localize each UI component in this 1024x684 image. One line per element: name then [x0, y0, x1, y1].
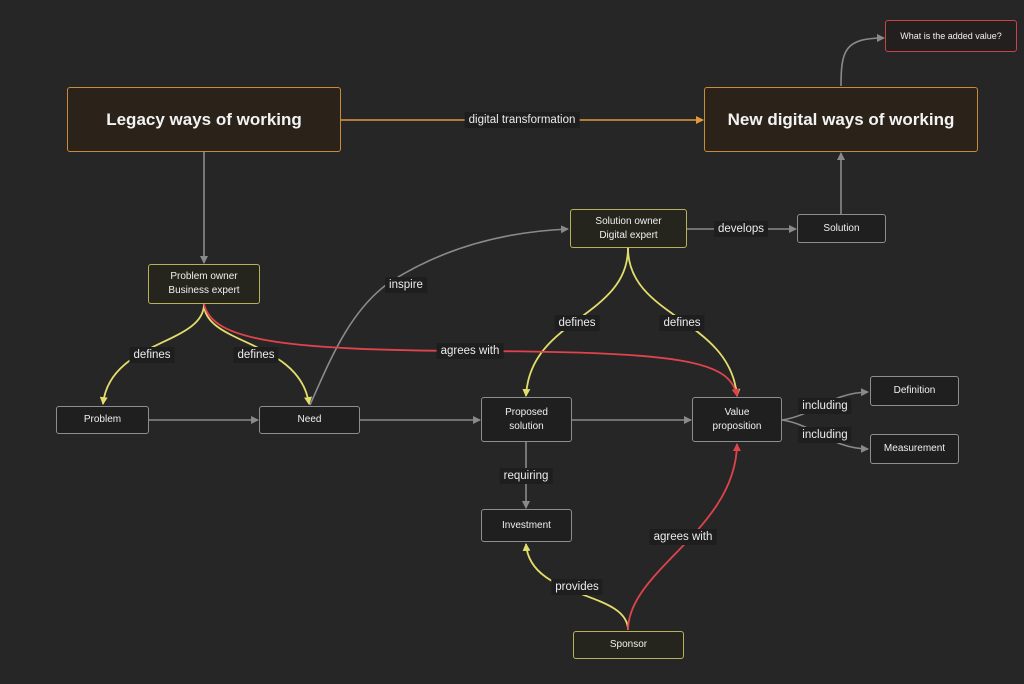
node-solution[interactable]: Solution	[797, 214, 886, 243]
node-added-value[interactable]: What is the added value?	[885, 20, 1017, 52]
label-develops: develops	[713, 221, 769, 237]
node-problem-owner-label: Problem owner Business expert	[168, 271, 240, 296]
node-measurement-label: Measurement	[883, 443, 946, 454]
node-value-proposition[interactable]: Value proposition	[692, 397, 782, 442]
node-added-value-label: What is the added value?	[900, 31, 1002, 41]
edge-new-to-added-value	[840, 34, 885, 87]
node-sponsor[interactable]: Sponsor	[573, 631, 684, 659]
node-investment[interactable]: Investment	[481, 509, 572, 542]
label-agrees-with-sponsor: agrees with	[649, 529, 717, 545]
label-requiring: requiring	[499, 468, 553, 484]
label-including-measurement: including	[798, 427, 852, 443]
label-provides: provides	[551, 579, 603, 595]
label-agrees-with-owner: agrees with	[436, 343, 504, 359]
node-need-label: Need	[297, 414, 322, 425]
node-measurement[interactable]: Measurement	[870, 434, 959, 464]
label-defines-value: defines	[659, 315, 705, 331]
node-need[interactable]: Need	[259, 406, 360, 434]
node-proposed-solution[interactable]: Proposed solution	[481, 397, 572, 442]
node-new-digital-label: New digital ways of working	[727, 109, 955, 129]
node-sponsor-label: Sponsor	[609, 639, 648, 650]
node-legacy-ways[interactable]: Legacy ways of working	[67, 87, 341, 152]
edge-defines-problem	[99, 303, 205, 405]
label-defines-need: defines	[233, 347, 279, 363]
label-inspire: inspire	[385, 277, 427, 293]
node-definition[interactable]: Definition	[870, 376, 959, 406]
edge-agrees-with-sponsor	[627, 443, 741, 631]
node-problem-owner[interactable]: Problem owner Business expert	[148, 264, 260, 304]
node-solution-label: Solution	[823, 222, 860, 234]
label-including-definition: including	[798, 398, 852, 414]
node-solution-owner[interactable]: Solution owner Digital expert	[570, 209, 687, 248]
node-new-digital-ways[interactable]: New digital ways of working	[704, 87, 978, 152]
node-investment-label: Investment	[502, 519, 551, 531]
node-proposed-solution-label: Proposed solution	[505, 406, 548, 432]
node-problem-label: Problem	[83, 414, 122, 425]
label-defines-proposed: defines	[554, 315, 600, 331]
edge-defines-need	[203, 303, 312, 405]
node-legacy-label: Legacy ways of working	[106, 109, 302, 129]
node-value-proposition-label: Value proposition	[712, 406, 762, 432]
node-definition-label: Definition	[893, 385, 936, 396]
label-digital-transformation: digital transformation	[464, 112, 580, 128]
node-problem[interactable]: Problem	[56, 406, 149, 434]
label-defines-problem: defines	[129, 347, 175, 363]
node-solution-owner-label: Solution owner Digital expert	[595, 215, 662, 241]
